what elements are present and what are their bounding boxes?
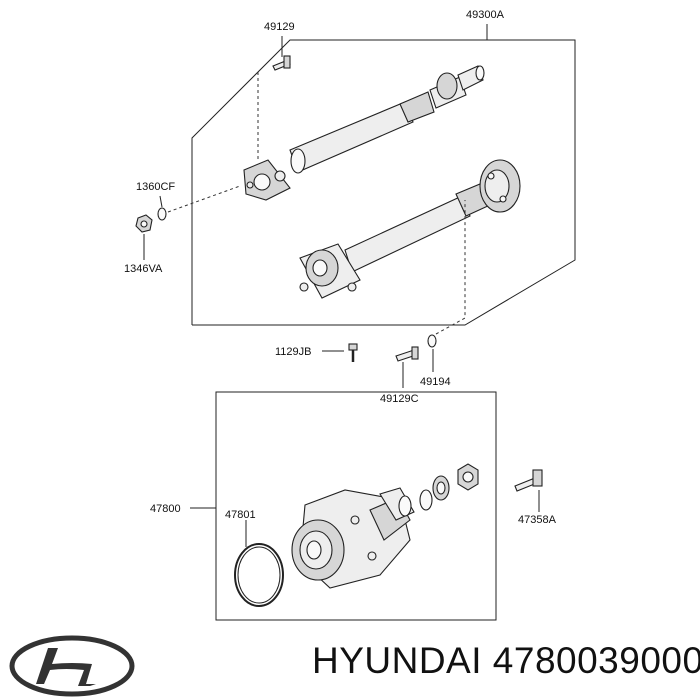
label-49129C: 49129C bbox=[380, 393, 419, 405]
washer-small bbox=[419, 489, 433, 511]
cv-joint-body bbox=[291, 487, 415, 589]
washer-large bbox=[432, 475, 450, 501]
label-47800: 47800 bbox=[150, 503, 181, 515]
label-47358A: 47358A bbox=[518, 514, 557, 526]
label-49300A: 49300A bbox=[466, 9, 505, 21]
label-49129: 49129 bbox=[264, 21, 295, 33]
bolt-49129 bbox=[272, 55, 291, 71]
label-1129JB: 1129JB bbox=[275, 346, 312, 358]
cv-joint-frame bbox=[215, 391, 497, 621]
nut-1346VA bbox=[135, 214, 153, 233]
bolt-47358A bbox=[514, 469, 543, 492]
washer-49194 bbox=[427, 334, 437, 348]
label-1346VA: 1346VA bbox=[124, 263, 163, 275]
label-49194: 49194 bbox=[420, 376, 451, 388]
hyundai-logo-icon bbox=[9, 635, 135, 697]
brand-part-number: HYUNDAI 4780039000 bbox=[312, 640, 700, 681]
front-shaft-section bbox=[243, 65, 485, 201]
label-1360CF: 1360CF bbox=[136, 181, 175, 193]
hex-nut bbox=[457, 463, 479, 491]
o-ring-47801 bbox=[234, 543, 284, 607]
label-47801: 47801 bbox=[225, 509, 256, 521]
propeller-shaft-frame bbox=[191, 39, 576, 326]
washer-1360CF bbox=[157, 207, 167, 221]
rear-shaft-section bbox=[299, 159, 521, 299]
bolt-49129C bbox=[395, 346, 419, 362]
bolt-1129JB bbox=[348, 343, 358, 362]
